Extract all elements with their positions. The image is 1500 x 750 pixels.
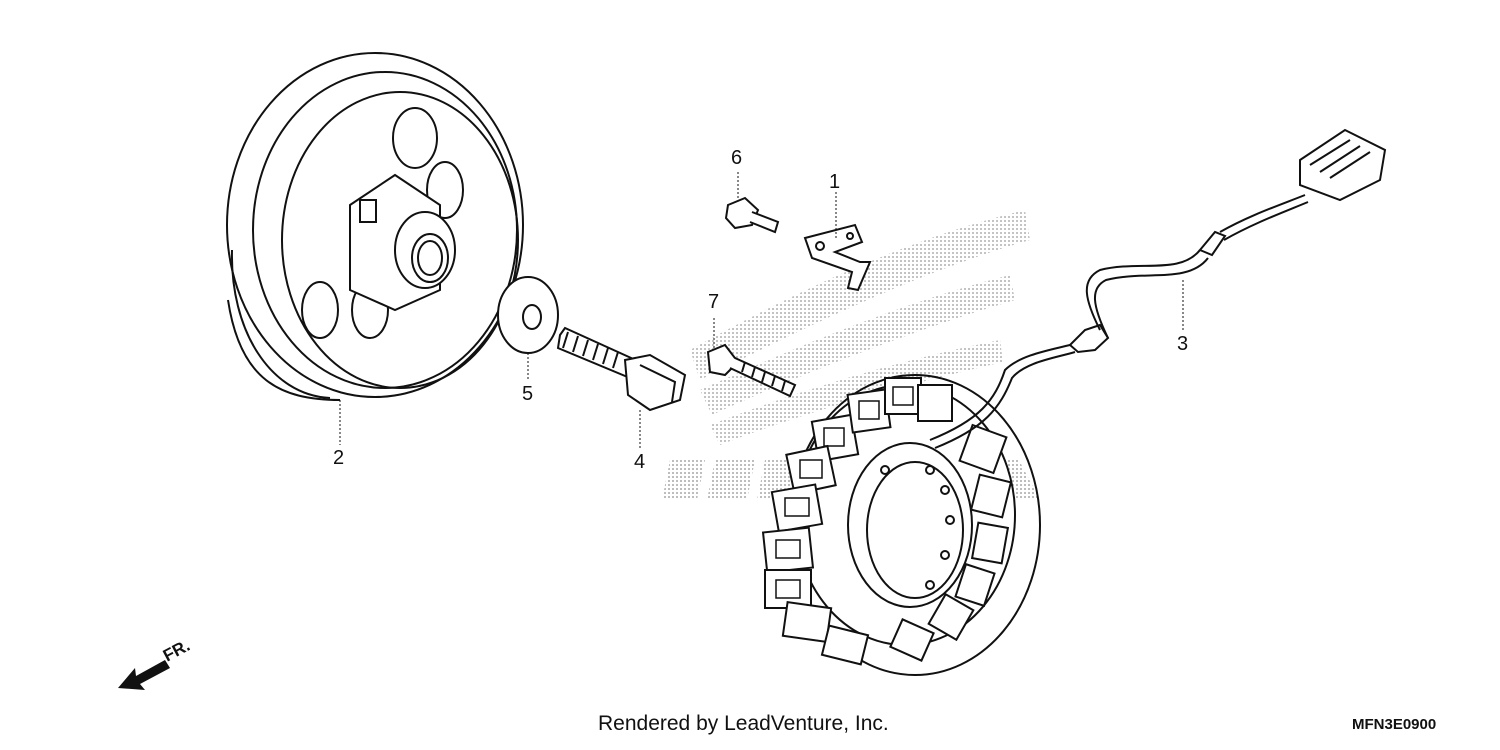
callout-2: 2 [333,447,345,469]
callout-1: 1 [829,171,841,193]
callout-6: 6 [731,147,743,169]
socket-bolt [706,343,797,398]
washer [497,276,559,354]
bracket [803,223,872,292]
callout-4: 4 [634,451,646,473]
callout-5: 5 [522,383,534,405]
flange-bolt [556,326,687,412]
flywheel [226,52,524,401]
stator [761,374,1041,676]
leader-lines [339,172,1184,450]
small-bolt [724,196,780,234]
callout-7: 7 [708,291,720,313]
front-direction-arrow-icon [118,660,170,690]
callout-3: 3 [1177,333,1189,355]
drawing-code: MFN3E0900 [1352,716,1437,733]
render-credit: Rendered by LeadVenture, Inc. [598,712,889,735]
wire-harness [929,128,1387,449]
